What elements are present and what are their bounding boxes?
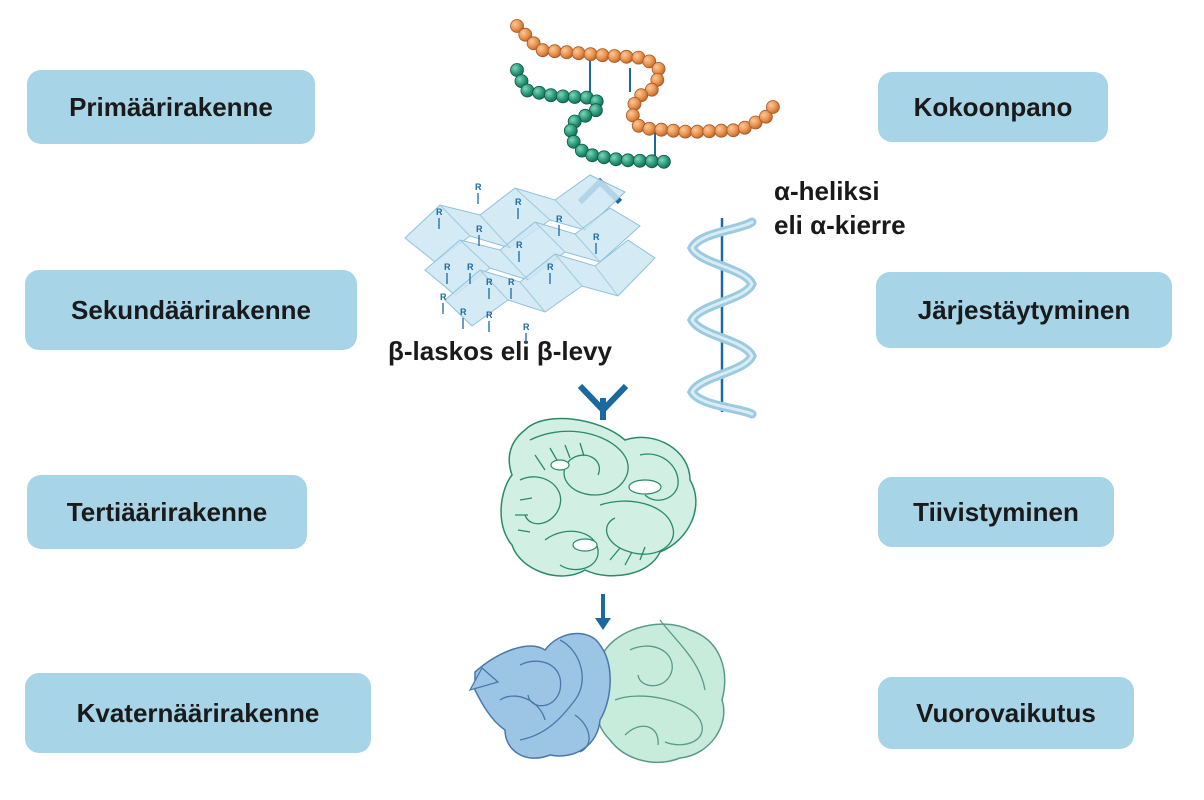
orange-bead: [726, 123, 741, 138]
r-group-label: R: [460, 307, 467, 317]
green-bead: [532, 85, 547, 100]
orange-bead: [559, 45, 574, 60]
green-bead: [520, 83, 535, 98]
orange-bead: [690, 124, 705, 139]
green-bead: [578, 108, 593, 123]
green-bead: [567, 90, 582, 104]
r-group-label: R: [476, 224, 483, 234]
orange-bead: [748, 115, 763, 130]
quaternary-structure: [468, 619, 726, 764]
orange-bead: [627, 97, 642, 111]
r-group-label: R: [523, 322, 530, 332]
r-group-label: R: [593, 232, 600, 242]
green-bead: [657, 154, 671, 169]
caption-beta-sheet: β-laskos eli β-levy: [388, 336, 612, 366]
green-bead: [633, 153, 647, 168]
r-group-label: R: [444, 262, 451, 272]
orange-bead: [759, 109, 773, 124]
primary-structure-chains: [510, 19, 780, 169]
r-group-label: R: [547, 262, 554, 272]
orange-amino-acid-chain: [510, 19, 780, 139]
small-down-arrow-icon: [595, 594, 611, 630]
orange-bead: [547, 44, 562, 59]
label-primary-structure: Primäärirakenne: [27, 70, 315, 144]
caption-alpha-helix-line2: eli α-kierre: [774, 210, 906, 240]
orange-bead: [571, 46, 586, 61]
label-organization: Järjestäytyminen: [876, 272, 1172, 348]
tertiary-structure: [500, 417, 697, 577]
orange-bead: [619, 49, 634, 64]
r-group-label: R: [475, 182, 482, 192]
green-amino-acid-chain: [510, 63, 671, 169]
r-group-labels: R R R R R R R R R R R R R R R R: [436, 182, 600, 344]
r-group-label: R: [440, 292, 447, 302]
r-group-label: R: [486, 277, 493, 287]
alpha-helix: [686, 217, 757, 419]
orange-bead: [702, 124, 717, 139]
green-bead: [544, 88, 558, 103]
r-group-label: R: [515, 197, 522, 207]
r-group-label: R: [436, 207, 443, 217]
green-bead: [609, 152, 623, 167]
r-group-label: R: [486, 310, 493, 320]
green-bead: [585, 148, 600, 163]
caption-alpha-helix-line1: α-heliksi: [774, 176, 880, 206]
orange-bead: [654, 122, 669, 137]
label-interaction: Vuorovaikutus: [878, 677, 1134, 749]
green-bead: [645, 154, 659, 169]
green-bead: [556, 89, 570, 104]
orange-bead: [583, 47, 598, 62]
label-tertiary-structure: Tertiäärirakenne: [27, 475, 307, 549]
label-assembly: Kokoonpano: [878, 72, 1108, 142]
green-bead: [621, 153, 635, 168]
orange-bead: [510, 19, 524, 33]
orange-bead: [678, 124, 693, 139]
label-secondary-structure: Sekundäärirakenne: [25, 270, 357, 350]
orange-bead: [642, 54, 657, 69]
label-quaternary-structure: Kvaternäärirakenne: [25, 673, 371, 753]
orange-bead: [625, 108, 640, 123]
orange-bead: [518, 27, 533, 42]
label-condensation: Tiivistyminen: [878, 477, 1114, 547]
orange-bead: [714, 123, 729, 138]
orange-bead: [666, 123, 681, 138]
orange-bead: [535, 43, 550, 58]
r-group-label: R: [556, 214, 563, 224]
green-bead: [597, 150, 611, 165]
r-group-label: R: [516, 240, 523, 250]
green-bead: [566, 134, 581, 149]
r-group-label: R: [467, 262, 474, 272]
orange-bead: [642, 121, 657, 136]
green-bead: [589, 103, 603, 118]
orange-bead: [607, 49, 622, 63]
orange-bead: [766, 100, 780, 114]
r-group-label: R: [508, 277, 515, 287]
orange-bead: [595, 48, 610, 63]
beta-sheet: R R R R R R R R R R R R R R R R: [404, 174, 656, 344]
